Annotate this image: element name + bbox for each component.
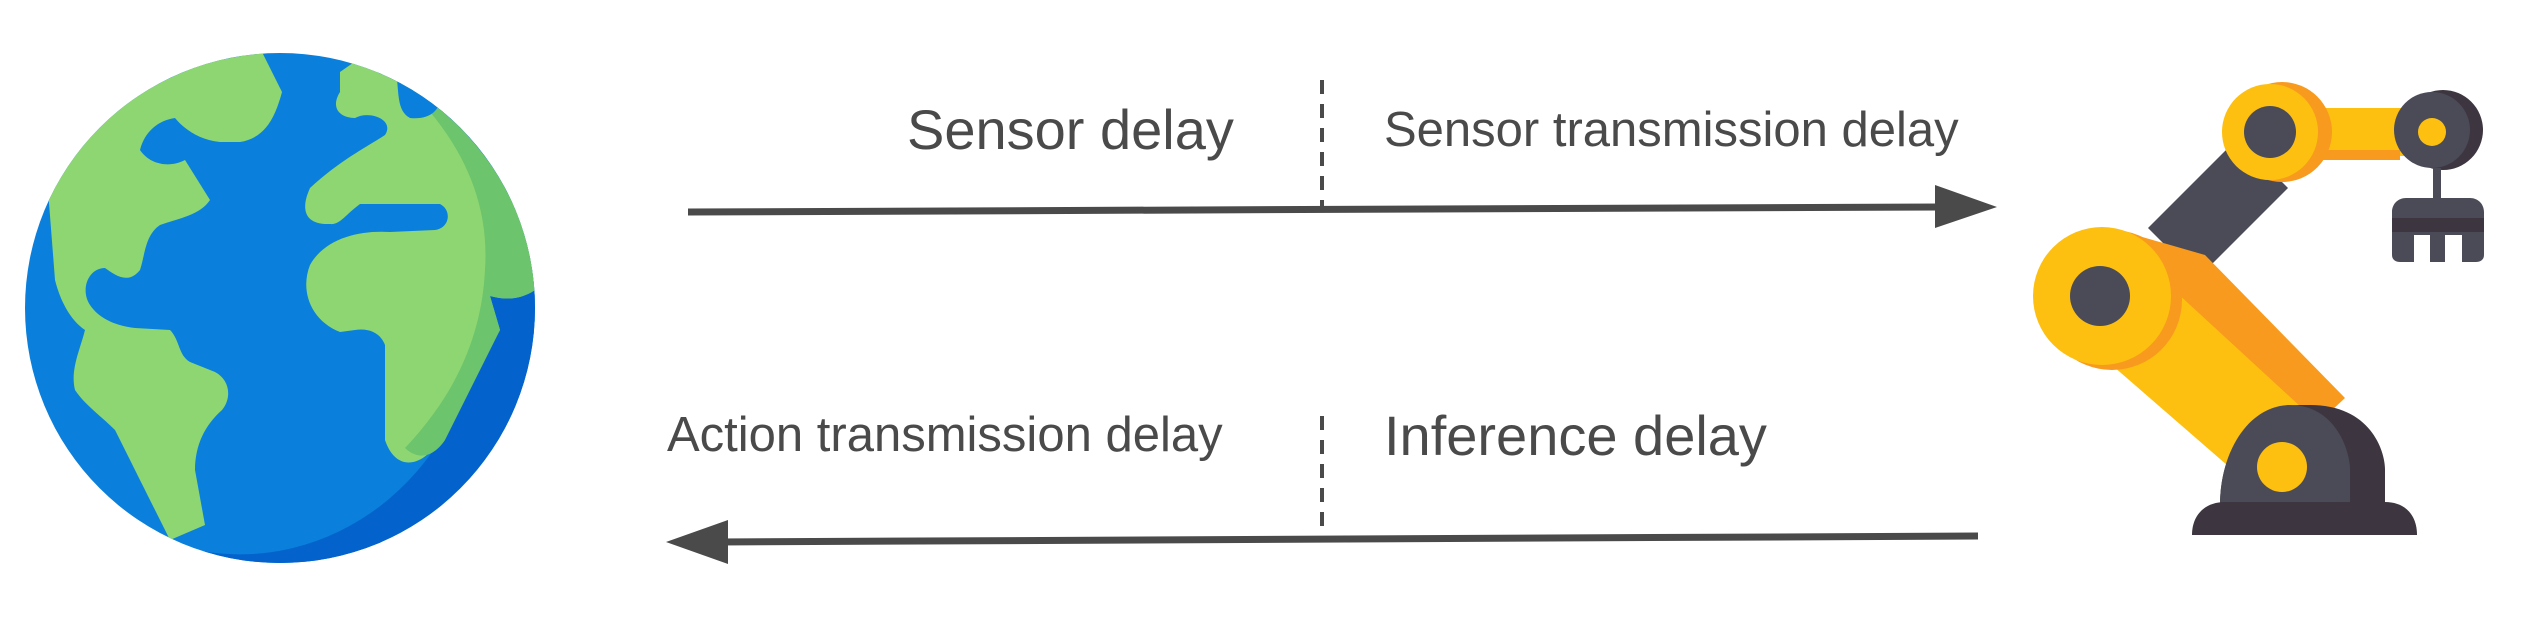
bottom-arrow-line <box>717 532 1979 546</box>
top-arrow-line <box>687 203 1946 216</box>
action-transmission-delay-label: Action transmission delay <box>667 408 1223 462</box>
inference-delay-label: Inference delay <box>1384 404 1767 467</box>
bottom-arrow-head <box>666 520 728 564</box>
sensor-transmission-delay-label: Sensor transmission delay <box>1384 103 1959 157</box>
top-arrow-head <box>1935 185 1997 228</box>
sensor-delay-label: Sensor delay <box>907 98 1234 161</box>
robot-arm-icon <box>2033 82 2484 535</box>
globe-icon <box>25 53 535 563</box>
